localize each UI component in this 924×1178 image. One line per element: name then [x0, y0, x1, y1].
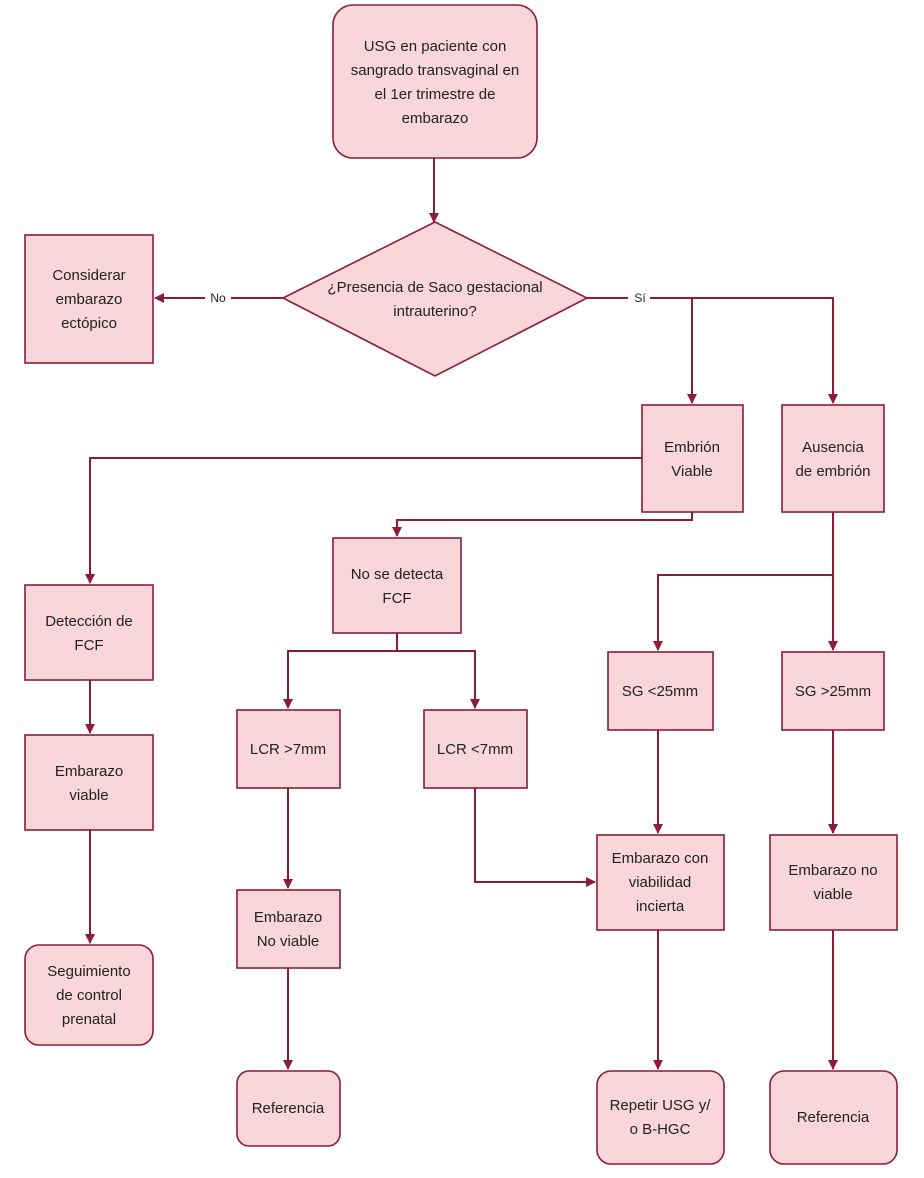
node-repeat: Repetir USG y/o B-HGC	[596, 1070, 725, 1165]
ectopic-line-1: Considerar	[52, 267, 125, 284]
fcf-line-1: Detección de	[45, 613, 133, 630]
no-embryo-line-2: de embrión	[795, 463, 870, 480]
nonviable-left-line-2: No viable	[257, 933, 320, 950]
sg-lt-line-1: SG <25mm	[622, 683, 698, 700]
node-nonviable-left-text: Embarazo No viable	[254, 909, 322, 950]
edge-label-yes: Sí	[628, 289, 650, 306]
repeat-line-2: o B-HGC	[630, 1121, 691, 1138]
repeat-line-1: Repetir USG y/	[610, 1097, 712, 1114]
nonviable-right-line-1: Embarazo no	[788, 862, 877, 879]
sg-gt-line-1: SG >25mm	[795, 683, 871, 700]
start-line-4: embarazo	[402, 110, 469, 127]
edge-lcr-lt-to-uncertain	[474, 788, 596, 887]
node-nonviable-right-text: Embarazo no viable	[788, 862, 877, 903]
edge-viable-embryo-to-no-fcf	[392, 512, 693, 537]
lcr-lt-line-1: LCR <7mm	[437, 741, 513, 758]
uncertain-line-2: viabilidad	[629, 874, 692, 891]
viable-preg-line-1: Embarazo	[55, 763, 123, 780]
node-sg-gt-text: SG >25mm	[795, 683, 871, 700]
node-sg-lt-text: SG <25mm	[622, 683, 698, 700]
nonviable-right-line-2: viable	[813, 886, 852, 903]
start-line-3: el 1er trimestre de	[375, 86, 496, 103]
ref-right-line-1: Referencia	[797, 1109, 870, 1126]
followup-line-2: de control	[56, 987, 122, 1004]
node-lcr-gt: LCR >7mm	[236, 709, 341, 789]
edge-no-embryo-to-sg-lt	[653, 512, 834, 651]
node-viable-pregnancy-text: Embarazo viable	[55, 763, 123, 804]
node-ectopic: Considerar embarazo ectópico	[24, 234, 154, 364]
lcr-gt-line-1: LCR >7mm	[250, 741, 326, 758]
edge-viable-embryo-to-fcf	[85, 457, 642, 584]
node-fcf: Detección de FCF	[24, 584, 154, 681]
viable-embryo-line-2: Viable	[671, 463, 712, 480]
node-uncertain: Embarazo con viabilidad incierta	[596, 834, 725, 931]
node-lcr-lt-text: LCR <7mm	[437, 741, 513, 758]
connectors	[85, 158, 838, 1070]
node-followup: Seguimiento de control prenatal	[24, 944, 154, 1046]
start-line-1: USG en paciente con	[364, 38, 507, 55]
start-line-2: sangrado transvaginal en	[351, 62, 519, 79]
node-nonviable-left: Embarazo No viable	[236, 889, 341, 969]
followup-line-1: Seguimiento	[47, 963, 130, 980]
node-sg-lt: SG <25mm	[607, 651, 714, 731]
fcf-line-2: FCF	[74, 637, 103, 654]
node-decision-text: ¿Presencia de Saco gestacional intrauteri…	[327, 279, 542, 320]
node-lcr-gt-text: LCR >7mm	[250, 741, 326, 758]
uncertain-line-1: Embarazo con	[612, 850, 709, 867]
node-nonviable-right: Embarazo no viable	[769, 834, 898, 931]
decision-line-1: ¿Presencia de Saco gestacional	[327, 279, 542, 296]
node-repeat-text: Repetir USG y/o B-HGC	[610, 1097, 712, 1138]
node-ectopic-text: Considerar embarazo ectópico	[52, 267, 125, 332]
no-fcf-line-1: No se detecta	[351, 566, 444, 583]
viable-preg-line-2: viable	[69, 787, 108, 804]
edge-no-fcf-to-lcr-gt	[283, 633, 398, 709]
edge-label-yes-text: Sí	[634, 291, 646, 305]
followup-line-3: prenatal	[62, 1011, 116, 1028]
edge-label-no-text: No	[210, 291, 226, 305]
ectopic-line-2: embarazo	[56, 291, 123, 308]
node-fcf-text: Detección de FCF	[45, 613, 133, 654]
node-start-text: USG en paciente con sangrado transvaginal…	[351, 38, 519, 127]
node-no-embryo-text: Ausencia de embrión	[795, 439, 870, 480]
decision-line-2: intrauterino?	[393, 303, 476, 320]
node-referencia-left-text: Referencia	[252, 1100, 325, 1117]
edge-no-fcf-to-lcr-lt	[397, 650, 480, 709]
node-uncertain-text: Embarazo con viabilidad incierta	[612, 850, 709, 915]
no-embryo-line-1: Ausencia	[802, 439, 864, 456]
ectopic-line-3: ectópico	[61, 315, 117, 332]
edge-decision-to-no-embryo	[692, 297, 838, 404]
node-referencia-right: Referencia	[769, 1070, 898, 1165]
node-referencia-right-text: Referencia	[797, 1109, 870, 1126]
node-decision: ¿Presencia de Saco gestacional intrauteri…	[281, 221, 589, 377]
node-followup-text: Seguimiento de control prenatal	[47, 963, 130, 1028]
edge-decision-to-viable-embryo	[587, 297, 697, 404]
uncertain-line-3: incierta	[636, 898, 685, 915]
edge-label-no: No	[205, 289, 231, 306]
ref-left-line-1: Referencia	[252, 1100, 325, 1117]
no-fcf-line-2: FCF	[382, 590, 411, 607]
node-lcr-lt: LCR <7mm	[423, 709, 528, 789]
nonviable-left-line-1: Embarazo	[254, 909, 322, 926]
node-referencia-left: Referencia	[236, 1070, 341, 1147]
node-sg-gt: SG >25mm	[781, 651, 885, 731]
node-viable-pregnancy: Embarazo viable	[24, 734, 154, 831]
node-start: USG en paciente con sangrado transvaginal…	[332, 4, 538, 159]
node-no-embryo: Ausencia de embrión	[781, 404, 885, 513]
viable-embryo-line-1: Embrión	[664, 439, 720, 456]
